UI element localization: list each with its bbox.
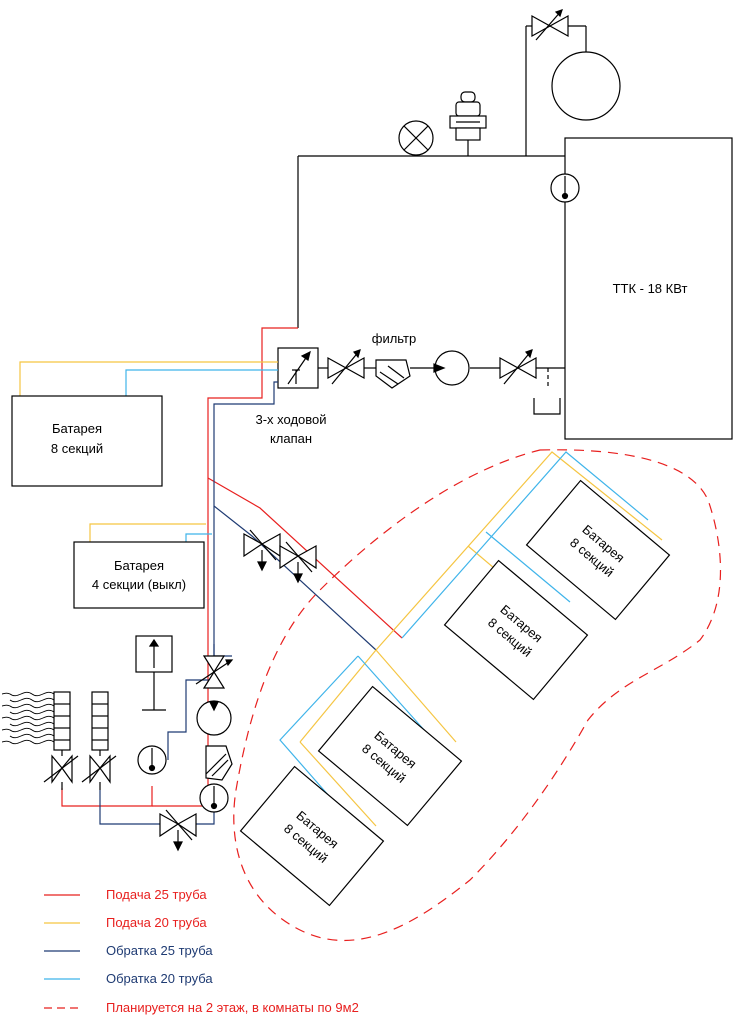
radiator-1-title: Батарея	[52, 421, 102, 436]
legend-label: Планируется на 2 этаж, в комнаты по 9м2	[106, 1000, 359, 1015]
filter-label: фильтр	[372, 331, 416, 346]
manometer-icon	[398, 120, 434, 156]
lower-filter-icon	[205, 745, 233, 781]
radiator-1-sections: 8 секций	[51, 441, 103, 456]
legend-item: Подача 25 труба	[44, 887, 207, 902]
legend-item: Планируется на 2 этаж, в комнаты по 9м2	[44, 1000, 359, 1015]
boiler-label: ТТК - 18 КВт	[613, 281, 688, 296]
filter-icon	[375, 359, 411, 389]
radiator-upstairs-1: Батарея 8 секций	[525, 479, 671, 621]
legend-item: Обратка 20 труба	[44, 971, 213, 986]
radiator-upstairs-2: Батарея 8 секций	[443, 559, 589, 701]
main-piping	[297, 25, 587, 369]
legend-item: Подача 20 труба	[44, 915, 207, 930]
radiator-ground-2	[73, 541, 205, 609]
lower-thermometer-icon	[137, 745, 167, 775]
drain-icon	[533, 368, 561, 415]
boiler	[564, 137, 733, 440]
expansion-tank	[551, 51, 621, 121]
supply-20-pipes	[19, 361, 278, 542]
return-20-pipes	[125, 369, 278, 542]
boiler-valve-icon	[499, 349, 537, 385]
air-vent-icon	[449, 91, 487, 141]
tank-valve-icon	[531, 9, 569, 41]
vertical-valve-icon	[195, 655, 234, 689]
legend-item: Обратка 25 труба	[44, 943, 213, 958]
balancing-valve-icon	[327, 349, 365, 385]
lower-pump-icon	[196, 700, 232, 736]
underfloor-manifold-icon	[43, 691, 117, 790]
radiator-upstairs-3: Батарея 8 секций	[317, 685, 463, 827]
lower-manometer-icon	[199, 783, 229, 813]
three-way-valve-label-1: 3-х ходовой	[255, 412, 326, 427]
radiator-ground-1	[11, 395, 163, 487]
legend: Подача 25 труба Подача 20 труба Обратка …	[44, 887, 359, 1015]
radiator-upstairs-4: Батарея 8 секций	[239, 765, 385, 907]
three-way-valve-label-2: клапан	[270, 431, 312, 446]
branch-valve-1-icon	[243, 529, 281, 572]
planned-zone-outline	[233, 449, 722, 941]
radiator-2-sections: 4 секции (выкл)	[92, 577, 186, 592]
legend-label: Обратка 20 труба	[106, 971, 213, 986]
branch-valve-2-icon	[279, 541, 317, 584]
underfloor-loops	[1, 691, 55, 745]
pump-icon	[433, 350, 470, 386]
boiler-thermometer-icon	[550, 173, 580, 203]
legend-label: Подача 20 труба	[106, 915, 207, 930]
radiator-2-title: Батарея	[114, 558, 164, 573]
legend-label: Подача 25 труба	[106, 887, 207, 902]
bottom-valve-icon	[159, 809, 197, 852]
supply-25-pipes	[61, 327, 403, 807]
three-way-valve-icon	[277, 347, 319, 389]
legend-label: Обратка 25 труба	[106, 943, 213, 958]
safety-valve-icon	[135, 635, 173, 711]
